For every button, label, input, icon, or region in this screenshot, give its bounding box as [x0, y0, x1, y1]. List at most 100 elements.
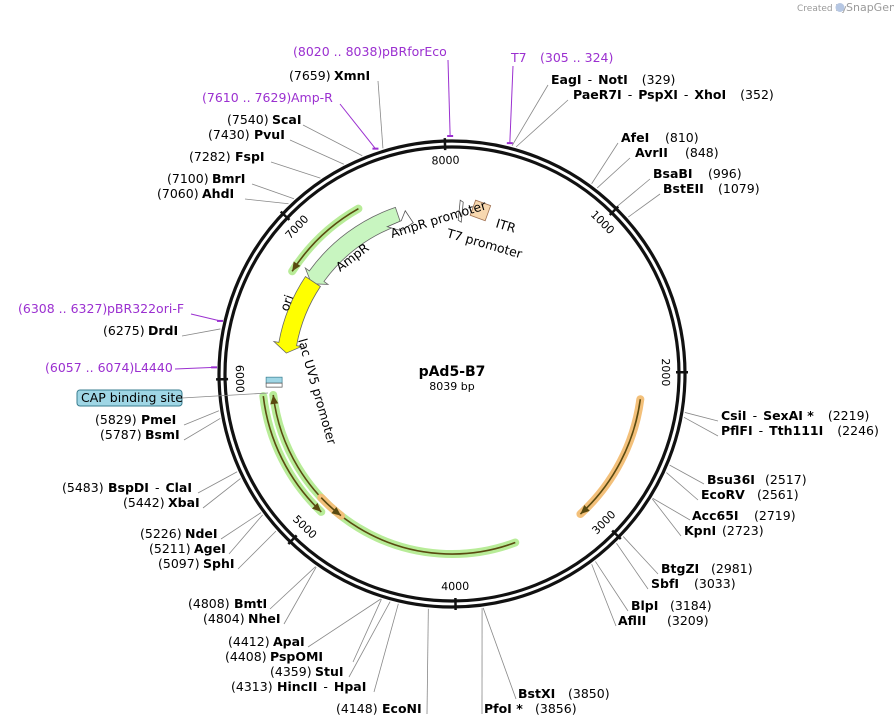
tick-label-6000: 6000 — [233, 365, 247, 393]
feature-label-ori: ori — [277, 293, 297, 313]
tick-label-4000: 4000 — [441, 580, 469, 593]
enzyme-label-pspomi: (4408)PspOMI — [225, 649, 323, 664]
enzyme-label-agei: (5211)AgeI — [149, 541, 226, 556]
leader-eagi — [511, 84, 549, 146]
enzyme-label-bmti: (4808)BmtI — [188, 596, 267, 611]
outer-arc-head-2 — [270, 394, 279, 405]
enzyme-label-paer7i-pspxi-xhoi: PaeR7I-PspXI-XhoI(352) — [573, 87, 774, 102]
plasmid-size: 8039 bp — [429, 380, 474, 393]
feature-arrow-t7-promoter — [457, 199, 464, 223]
enzyme-label-stui: (4359)StuI — [270, 664, 344, 679]
feature-arrow-ampr-promoter — [386, 209, 414, 232]
backbone-outer — [217, 139, 687, 609]
outer-arc-head-4 — [292, 261, 301, 272]
brand-created-by: Created by — [797, 4, 847, 14]
leader-paer7i — [515, 99, 569, 148]
enzyme-label-sphi: (5097)SphI — [158, 556, 235, 571]
feature-arrows — [265, 199, 492, 388]
outer-arc-line-1 — [262, 396, 322, 513]
feature-box-itr — [469, 199, 492, 222]
leader-bmti — [269, 566, 316, 610]
enzyme-label-econi: (4148)EcoNI — [336, 701, 422, 716]
enzyme-label-bsmi: (5787)BsmI — [100, 427, 180, 442]
cap-binding-site-label: CAP binding site — [81, 390, 183, 405]
brand-name: SnapGene — [846, 1, 894, 14]
enzyme-label-afei: AfeI(810) — [621, 130, 699, 145]
enzyme-label-bstxi: BstXI(3850) — [518, 686, 610, 701]
leader-btgzi — [622, 536, 659, 575]
enzyme-label-kpni: KpnI(2723) — [684, 523, 764, 538]
primer-label-pbr322ori-f: (6308 .. 6327)pBR322ori-F — [18, 301, 184, 316]
leader-xmni — [377, 80, 384, 149]
primer-label-t7: T7(305 .. 324) — [510, 50, 613, 65]
leader-bsmi — [183, 418, 221, 441]
enzyme-label-eagi-noti: EagI-NotI(329) — [551, 72, 675, 87]
leader-aflii — [591, 564, 617, 627]
primer-leader-l4440 — [174, 366, 215, 370]
enzyme-label-btgzi: BtgZI(2981) — [661, 561, 753, 576]
enzyme-label-hincii-hpai: (4313)HincII-HpaI — [231, 679, 366, 694]
leader-stui — [348, 601, 391, 678]
enzyme-label-pmei: (5829)PmeI — [95, 412, 176, 427]
enzyme-leader-lines — [174, 59, 719, 715]
enzyme-label-pvui: (7430)PvuI — [208, 127, 285, 142]
outer-arc-line-2 — [272, 394, 516, 555]
enzyme-label-avrii: AvrII(848) — [635, 145, 719, 160]
tick-mark-5000 — [287, 534, 298, 545]
leader-bmri — [251, 183, 295, 200]
snapgene-logo-icon — [835, 3, 845, 12]
enzyme-label-ecorv: EcoRV(2561) — [701, 487, 799, 502]
outer-arc-head-0 — [580, 505, 590, 515]
feature-arrow-ampr — [304, 206, 402, 285]
leader-sbfi — [616, 543, 649, 590]
enzyme-label-aflii: AflII(3209) — [618, 613, 709, 628]
leader-agei — [228, 514, 263, 555]
leader-avrii — [596, 157, 631, 189]
tick-label-2000: 2000 — [659, 358, 672, 386]
primer-label-l4440: (6057 .. 6074)L4440 — [45, 360, 173, 375]
enzyme-label-bsu36i: Bsu36I(2517) — [707, 472, 807, 487]
leader-pflfi — [683, 416, 719, 437]
enzyme-label-acc65i: Acc65I(2719) — [692, 508, 796, 523]
enzyme-label-apai: (4412)ApaI — [228, 634, 305, 649]
outer-arc-head-1 — [312, 502, 322, 512]
leader-kpni — [651, 498, 682, 537]
enzyme-label-sbfi: SbfI(3033) — [651, 576, 736, 591]
enzyme-label-pflfi-tth111i: PflFI-Tth111I(2246) — [721, 423, 879, 438]
primer-leader-t7 — [509, 65, 514, 144]
primer-label-amp-r: (7610 .. 7629)Amp-R — [202, 90, 333, 105]
enzyme-label-xbai: (5442)XbaI — [123, 495, 200, 510]
leader-xbai — [202, 478, 241, 509]
enzyme-label-bmri: (7100)BmrI — [167, 171, 245, 186]
leader-pmei — [183, 410, 220, 426]
leader-bsteii — [628, 193, 661, 218]
leader-csii — [684, 412, 719, 422]
feature-arrow-ori — [272, 275, 321, 354]
enzyme-label-pfoi: PfoI *(3856) — [484, 701, 577, 716]
outer-arc-halo-0 — [576, 395, 645, 519]
leader-pspomi — [352, 599, 382, 663]
feature-label-lac-uv5-promoter: lac UV5 promoter — [295, 337, 340, 447]
outer-arc-line-0 — [579, 399, 642, 515]
feature-label-itr: ITR — [494, 216, 518, 236]
primer-leader-amp-r — [339, 103, 376, 149]
leader-sphi — [237, 530, 277, 570]
leader-ecorv — [666, 472, 699, 501]
leader-nhei — [283, 566, 317, 625]
leader-bspdi — [197, 471, 238, 494]
tick-mark-7000 — [279, 210, 291, 221]
backbone-inner — [223, 145, 681, 603]
enzyme-label-scai: (7540)ScaI — [227, 112, 302, 127]
leader-acc65i — [652, 497, 691, 521]
outer-feature-arcs — [259, 204, 645, 558]
enzyme-label-blpi: BlpI(3184) — [631, 598, 712, 613]
enzyme-label-ahdi: (7060)AhdI — [157, 186, 234, 201]
enzyme-label-nhei: (4804)NheI — [203, 611, 281, 626]
leader-afei — [591, 142, 619, 184]
enzyme-label-bsabi: BsaBI(996) — [653, 166, 742, 181]
tick-mark-3000 — [611, 529, 622, 540]
feature-lac-uv5-glyph — [265, 382, 283, 388]
enzyme-label-bsteii: BstEII(1079) — [663, 181, 760, 196]
leader-ahdi — [244, 198, 289, 205]
